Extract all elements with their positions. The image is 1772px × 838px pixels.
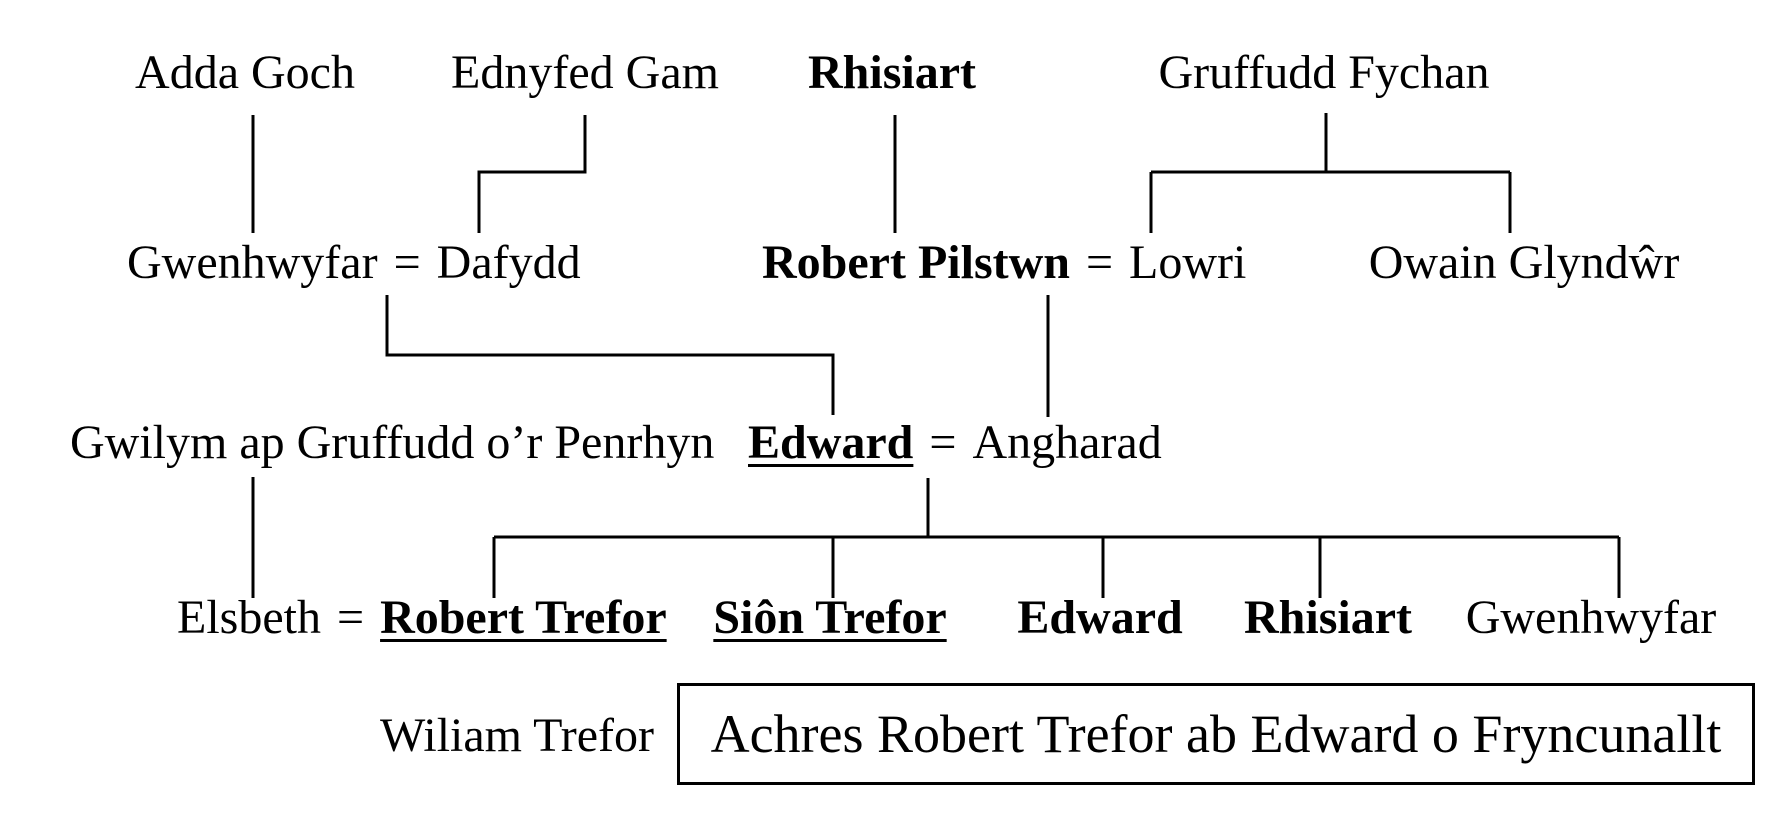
person-dafydd: Dafydd	[436, 236, 581, 289]
person-sion-trefor: Siôn Trefor	[713, 591, 947, 644]
marriage-symbol: =	[1085, 236, 1114, 289]
person-rhisiart: Rhisiart	[808, 46, 976, 99]
person-gwilym-ap-gruffudd: Gwilym ap Gruffudd o’r Penrhyn	[70, 416, 715, 469]
couple-robert-pilstwn-lowri: Robert Pilstwn = Lowri	[762, 239, 1246, 287]
marriage-symbol: =	[929, 416, 957, 469]
person-ednyfed-gam: Ednyfed Gam	[451, 46, 719, 99]
person-robert-pilstwn: Robert Pilstwn	[762, 236, 1070, 289]
person-owain-glyndwr: Owain Glyndŵr	[1368, 236, 1680, 289]
connector-dafydd-couple-to-edward	[385, 295, 835, 415]
person-angharad: Angharad	[972, 416, 1162, 469]
person-gwenhwyfar: Gwenhwyfar	[127, 236, 378, 289]
person-lowri: Lowri	[1129, 236, 1247, 289]
person-elsbeth: Elsbeth	[177, 591, 321, 644]
person-rhisiart-child: Rhisiart	[1244, 591, 1412, 644]
person-gwenhwyfar-child: Gwenhwyfar	[1465, 591, 1717, 644]
marriage-symbol: =	[393, 236, 421, 289]
person-edward-child: Edward	[1017, 591, 1183, 644]
person-wiliam-trefor: Wiliam Trefor	[379, 709, 655, 762]
person-robert-trefor: Robert Trefor	[380, 591, 667, 644]
connector-ednyfed-to-dafydd	[477, 115, 587, 233]
person-gruffudd-fychan: Gruffudd Fychan	[1158, 46, 1490, 99]
couple-gwenhwyfar-dafydd: Gwenhwyfar = Dafydd	[127, 239, 581, 287]
caption-title: Achres Robert Trefor ab Edward o Fryncun…	[710, 704, 1722, 764]
person-adda-goch: Adda Goch	[135, 46, 355, 99]
couple-edward-angharad: Edward = Angharad	[748, 419, 1162, 467]
couple-elsbeth-robert-trefor: Elsbeth = Robert Trefor	[177, 594, 667, 642]
caption-box: Achres Robert Trefor ab Edward o Fryncun…	[677, 683, 1755, 785]
person-edward: Edward	[748, 416, 914, 469]
marriage-symbol: =	[336, 591, 365, 644]
